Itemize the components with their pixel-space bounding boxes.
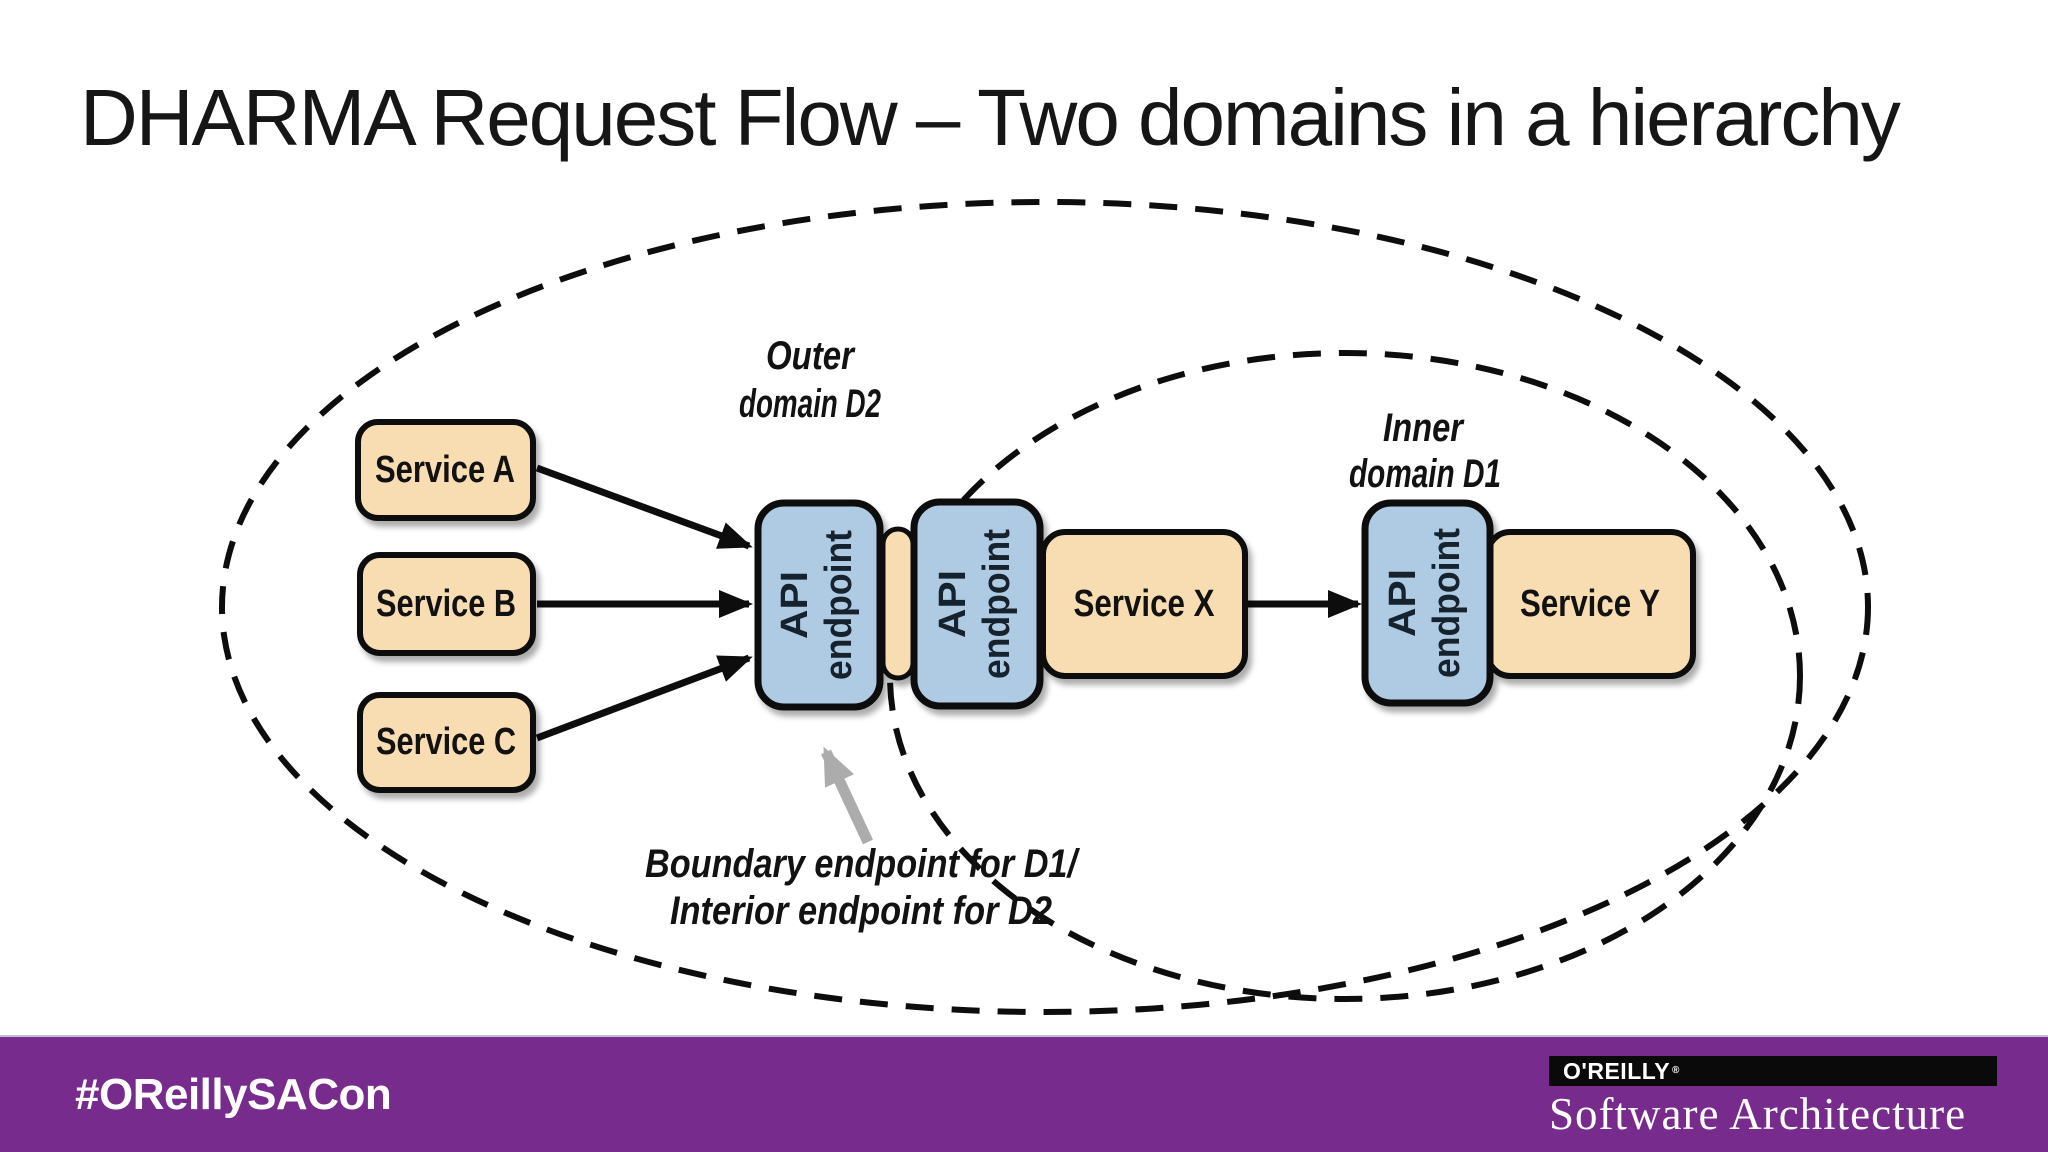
svg-text:API: API [774, 571, 816, 639]
arrow-service-c [535, 654, 753, 742]
svg-text:API: API [932, 570, 974, 638]
arrow-service-a [535, 464, 753, 550]
api-endpoint-boundary-box [754, 499, 884, 711]
api-endpoint-service-y-label: API endpoint [1382, 528, 1468, 678]
service-x-box [1040, 529, 1248, 679]
registered-mark: ® [1672, 1065, 1680, 1076]
svg-text:endpoint: endpoint [1426, 528, 1468, 678]
outer-domain-label: Outer domain D2 [739, 334, 881, 426]
svg-text:domain D1: domain D1 [1349, 452, 1501, 496]
api-endpoint-boundary-label: API endpoint [774, 530, 860, 680]
svg-text:endpoint: endpoint [818, 530, 860, 680]
request-arrows [535, 464, 1362, 742]
footer-bar: #OReillySACon O'REILLY® Software Archite… [0, 1035, 2048, 1152]
service-x-label: Service X [1074, 583, 1216, 625]
brand-product-name: Software Architecture [1549, 1089, 1967, 1139]
service-a-box [355, 419, 536, 521]
callout-arrow [821, 746, 873, 845]
service-b-label: Service B [376, 583, 516, 625]
api-endpoint-service-y-box [1361, 499, 1494, 707]
service-y-box [1485, 529, 1696, 679]
svg-text:API: API [1382, 569, 1424, 637]
svg-text:endpoint: endpoint [976, 529, 1018, 679]
service-b-box [357, 552, 536, 656]
diagram-boxes [355, 419, 1696, 793]
service-a-label: Service A [375, 449, 515, 491]
svg-text:Boundary endpoint for D1/: Boundary endpoint for D1/ [645, 842, 1080, 886]
service-c-box [357, 692, 536, 793]
inner-domain-ellipse [887, 350, 1803, 1002]
svg-text:Inner: Inner [1383, 406, 1465, 450]
boundary-pill [880, 526, 916, 681]
api-endpoint-service-x-box [910, 498, 1044, 710]
svg-text:Interior endpoint for D2: Interior endpoint for D2 [670, 889, 1052, 933]
boundary-endpoint-annotation: Boundary endpoint for D1/ Interior endpo… [645, 842, 1080, 933]
slide-title: DHARMA Request Flow – Two domains in a h… [80, 73, 1901, 162]
inner-domain-label: Inner domain D1 [1349, 406, 1501, 496]
service-c-label: Service C [376, 721, 516, 763]
outer-domain-ellipse [219, 199, 1871, 1015]
service-y-label: Service Y [1520, 583, 1660, 625]
svg-text:domain D2: domain D2 [739, 382, 881, 426]
svg-text:Outer: Outer [766, 334, 856, 378]
conference-hashtag: #OReillySACon [75, 1069, 392, 1119]
api-endpoint-service-x-label: API endpoint [932, 529, 1018, 679]
oreilly-logo-bar: O'REILLY® [1549, 1056, 1997, 1086]
oreilly-logo-text: O'REILLY [1563, 1057, 1671, 1084]
oreilly-brand: O'REILLY® Software Architecture [1549, 1056, 1997, 1137]
